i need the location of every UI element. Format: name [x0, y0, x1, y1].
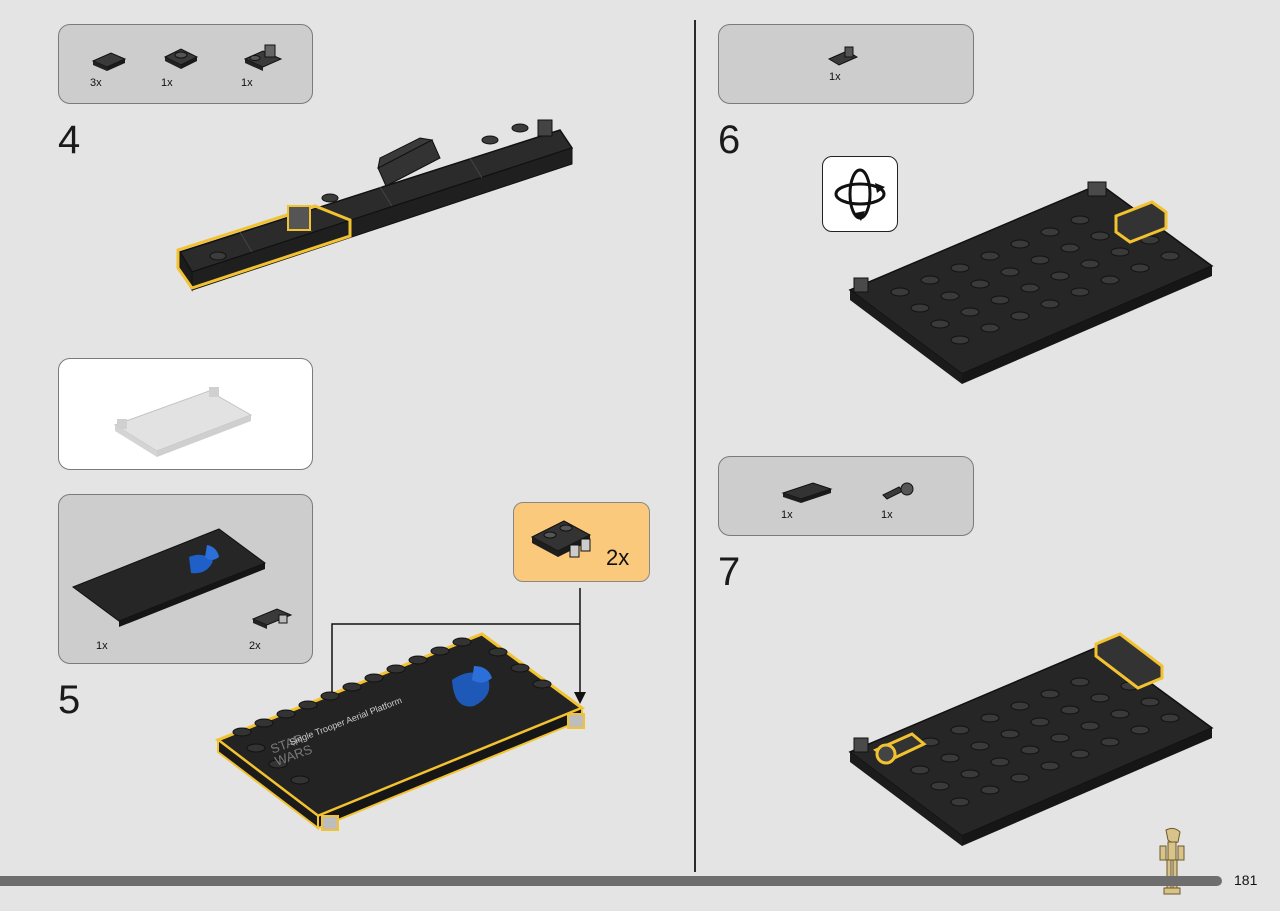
step6-parts-callout: 1x [718, 24, 974, 104]
part-quantity: 1x [96, 640, 108, 652]
part-quantity: 1x [829, 71, 841, 83]
part-plate-2x2-stud-icon [163, 48, 199, 69]
display-plate-icon [71, 528, 267, 627]
part-quantity: 3x [90, 77, 102, 89]
step4-parts-callout: 3x 1x 1x [58, 24, 313, 104]
step5-parts-callout: 1x 2x [58, 494, 313, 664]
part-tile-1x2-icon [91, 52, 127, 71]
step-number: 7 [718, 550, 741, 594]
baseplate-preview-image [113, 387, 253, 457]
step4-beam-assembly [176, 119, 574, 292]
step6-baseplate-assembly [848, 181, 1214, 384]
part-quantity: 1x [241, 77, 253, 89]
step5-context-callout [58, 358, 313, 470]
part-clip-icon [827, 46, 859, 66]
part-clip-plate-icon [251, 608, 293, 629]
step5-display-plate-assembly [214, 588, 586, 831]
part-quantity: 1x [161, 77, 173, 89]
part-quantity: 1x [881, 509, 893, 521]
rotate-arrows-icon [834, 168, 886, 221]
rotate-model-icon [822, 156, 898, 232]
part-clip-plate-icon [530, 520, 592, 558]
step5-orange-callout [513, 502, 650, 582]
part-clip-plate-icon [243, 44, 283, 71]
step7-baseplate-assembly [848, 632, 1214, 846]
multiplier-label: 2x [606, 545, 630, 570]
page-number: 181 [1234, 872, 1258, 888]
page-footer-bar [0, 876, 1222, 886]
part-ring-clip-icon [882, 482, 914, 500]
part-quantity: 2x [249, 640, 261, 652]
step-number: 6 [718, 118, 741, 162]
part-plate-1x3-icon [781, 482, 833, 503]
step-number: 5 [58, 678, 81, 722]
page-column-divider [694, 20, 696, 872]
battle-droid-figure-icon [1159, 827, 1185, 895]
step-number: 4 [58, 118, 81, 162]
part-quantity: 1x [781, 509, 793, 521]
step7-parts-callout: 1x 1x [718, 456, 974, 536]
